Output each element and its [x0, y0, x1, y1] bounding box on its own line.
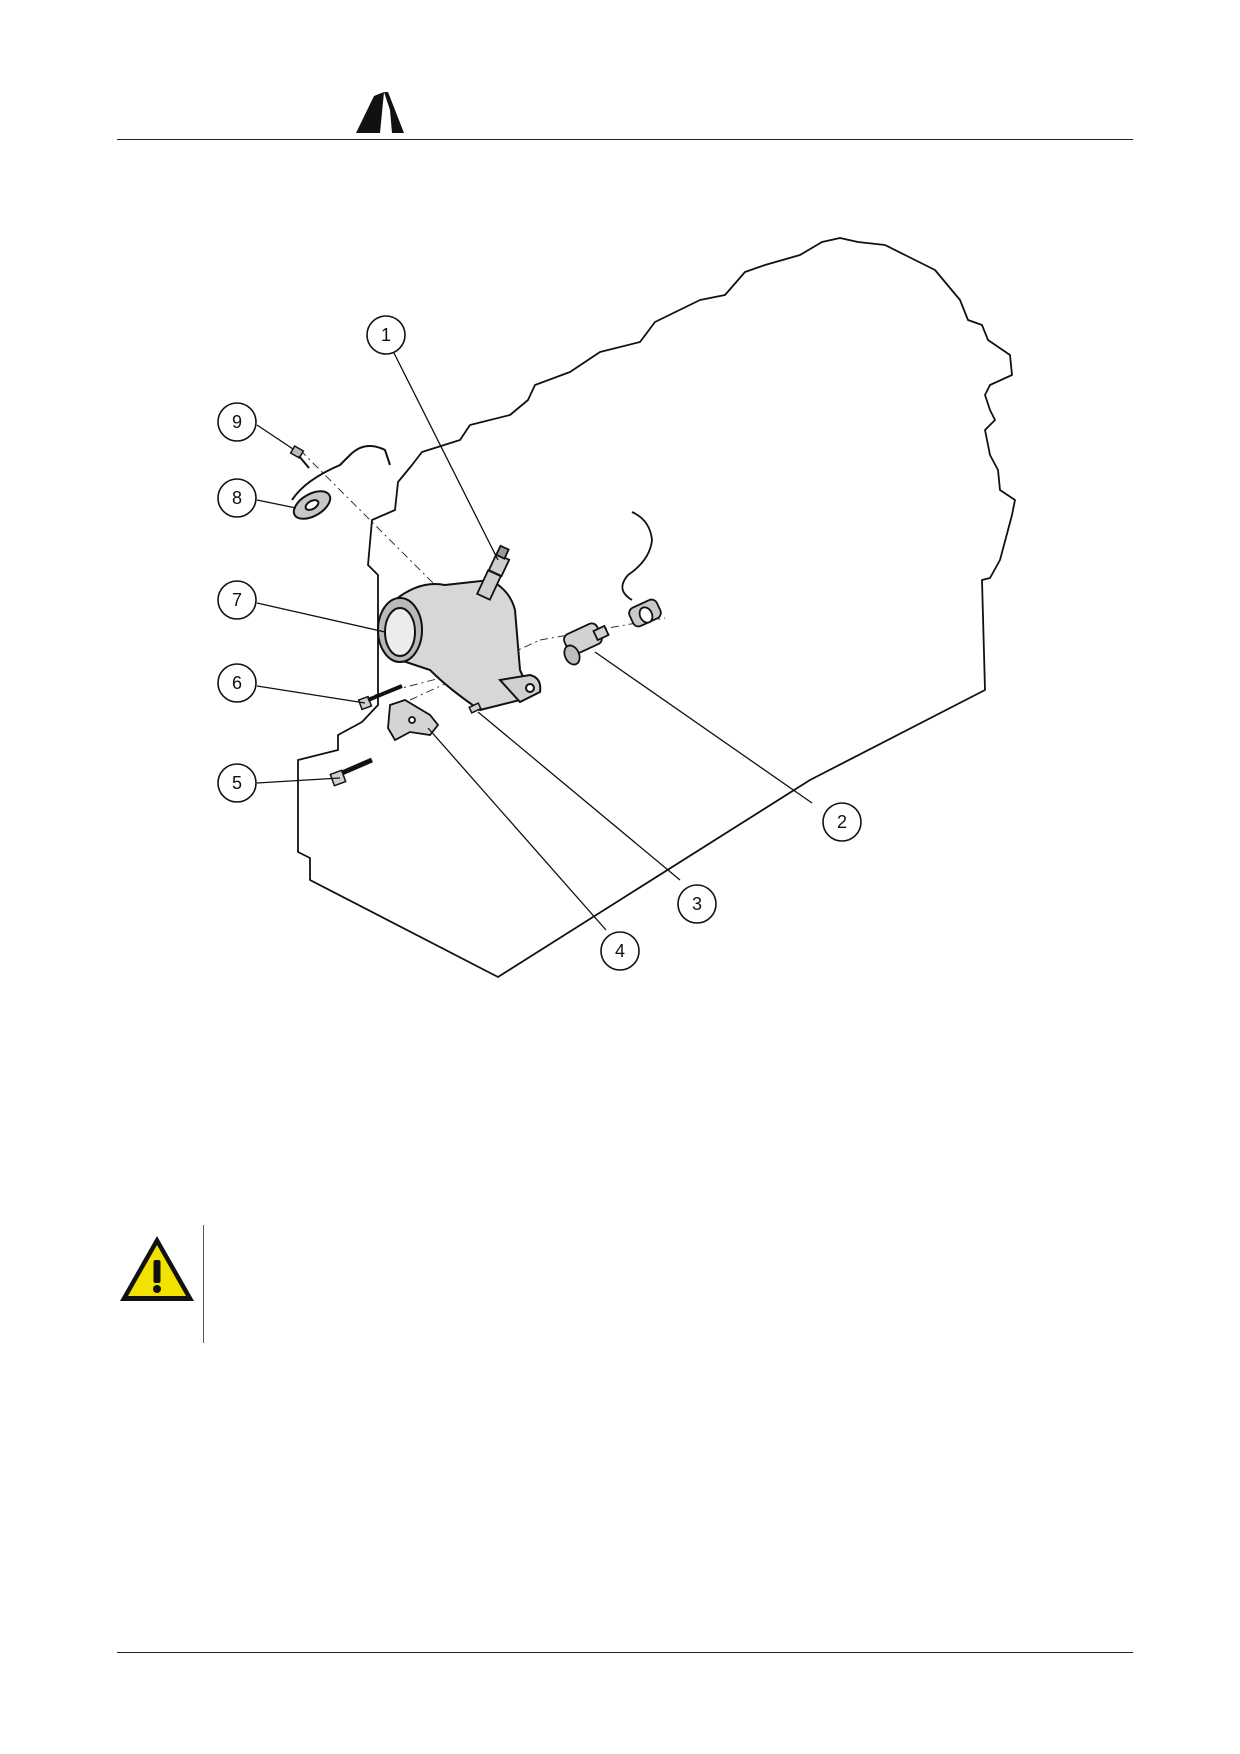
- callout-8: 8: [217, 478, 257, 518]
- callout-3: 3: [677, 884, 717, 924]
- locating-pin: [468, 702, 482, 714]
- callout-leaders: [256, 352, 813, 931]
- callout-1: 1: [366, 315, 406, 355]
- callout-9: 9: [217, 402, 257, 442]
- svg-text:5: 5: [232, 773, 242, 793]
- electrical-connector: [621, 511, 662, 628]
- thermostat-housing: [377, 578, 542, 712]
- engine-block-outline: [297, 237, 1016, 978]
- footer-divider: [117, 1652, 1133, 1653]
- bracket-screw: [289, 445, 310, 469]
- svg-text:3: 3: [692, 894, 702, 914]
- svg-text:9: 9: [232, 412, 242, 432]
- engine-diagram: 1 2 3 4 5 6 7 8: [217, 237, 1016, 978]
- sensor-unit: [563, 622, 610, 666]
- coolant-pipe-bracket: [291, 445, 391, 520]
- callout-7: 7: [217, 580, 257, 620]
- long-screw: [357, 684, 403, 711]
- warning-block: [117, 1225, 1133, 1343]
- callout-4: 4: [600, 931, 640, 971]
- exploded-view-figure: 1 2 3 4 5 6 7 8: [217, 237, 1016, 978]
- warning-triangle-icon: [120, 1236, 194, 1301]
- svg-text:7: 7: [232, 590, 242, 610]
- callout-6: 6: [217, 663, 257, 703]
- svg-text:2: 2: [837, 812, 847, 832]
- temperature-sensor: [475, 544, 511, 601]
- page-header: [117, 90, 1133, 140]
- svg-text:8: 8: [232, 488, 242, 508]
- callout-5: 5: [217, 763, 257, 803]
- flange-screw: [329, 757, 373, 787]
- warning-divider: [203, 1225, 204, 1343]
- clamp-bracket: [387, 699, 440, 742]
- callout-2: 2: [822, 802, 862, 842]
- svg-text:4: 4: [615, 941, 625, 961]
- header-divider: [117, 139, 1133, 140]
- manufacturer-logo-icon: [356, 92, 404, 133]
- svg-text:1: 1: [381, 325, 391, 345]
- svg-text:6: 6: [232, 673, 242, 693]
